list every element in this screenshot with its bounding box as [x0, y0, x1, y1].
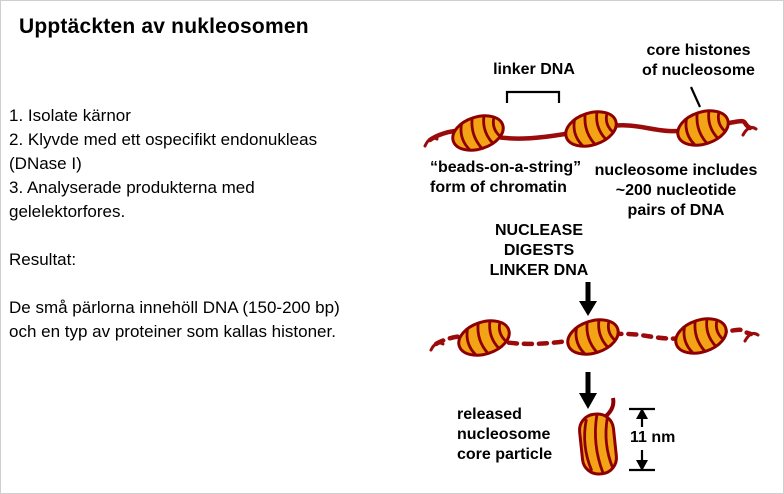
down-arrowhead-icon [636, 460, 648, 471]
down-arrow-icon [579, 301, 597, 316]
dna-end-fray-icon [429, 341, 445, 352]
core-histones-label: core histones of nucleosome [621, 41, 776, 81]
label-line: core particle [457, 446, 553, 463]
nucleosome-bead [446, 108, 510, 158]
result-heading: Resultat: [9, 250, 77, 269]
label-line: pairs of DNA [627, 202, 725, 219]
nucleosome-bead [671, 103, 735, 153]
nucleosome-bead [452, 313, 516, 363]
up-arrowhead-icon [636, 408, 648, 419]
label-line: ~200 nucleotide [615, 182, 737, 199]
step-line: 2. Klyvde med ett ospecifikt endonukleas [9, 130, 318, 149]
label-line: of nucleosome [642, 62, 755, 79]
core-histones-pointer-line [689, 86, 702, 108]
step-line: 3. Analyserade produkterna med [9, 178, 255, 197]
result-line: och en typ av proteiner som kallas histo… [9, 322, 336, 341]
label-line: NUCLEASE [494, 222, 583, 239]
label-line: DIGESTS [503, 242, 575, 259]
figure-arrowheads [579, 301, 648, 471]
result-text: De små pärlorna innehöll DNA (150-200 bp… [9, 296, 340, 344]
measure-11nm-label: 11 nm [630, 429, 676, 446]
nucleosome-includes-label: nucleosome includes ~200 nucleotide pair… [581, 161, 771, 221]
dna-end-fray-icon [743, 332, 760, 343]
linker-dna-label: linker DNA [493, 61, 575, 78]
method-steps: 1. Isolate kärnor 2. Klyvde med ett ospe… [9, 104, 317, 224]
dna-end-fray-icon [741, 126, 758, 137]
label-line: form of chromatin [430, 179, 567, 196]
released-core-label: released nucleosome core particle [457, 405, 577, 465]
label-line: nucleosome [457, 426, 551, 443]
released-core-particle [578, 397, 618, 476]
linker-dna-bracket [505, 90, 561, 103]
dna-tail [604, 397, 616, 418]
nucleosome-bead [559, 104, 623, 154]
page-title: Upptäckten av nukleosomen [19, 15, 309, 38]
label-line: LINKER DNA [489, 262, 589, 279]
nucleosome-bead [669, 311, 733, 361]
nucleosome-bead [561, 312, 625, 362]
step-line: 1. Isolate kärnor [9, 106, 131, 125]
down-arrow-icon [579, 393, 597, 409]
label-line: core histones [646, 42, 751, 59]
label-line: released [457, 406, 522, 423]
nucleosome-beads-layer [446, 103, 735, 476]
dna-wrap-stripe [594, 414, 605, 474]
beads-on-string-label: “beads-on-a-string” form of chromatin [430, 158, 610, 198]
nucleosome-beads-fill-layer [446, 103, 735, 476]
dna-end-fray-icon [423, 136, 439, 148]
label-line: nucleosome includes [594, 162, 758, 179]
result-line: De små pärlorna innehöll DNA (150-200 bp… [9, 298, 340, 317]
dna-wrap-stripe [604, 417, 614, 469]
step-line: gelelektorfores. [9, 202, 126, 221]
nuclease-digests-label: NUCLEASE DIGESTS LINKER DNA [478, 221, 600, 281]
step-line: (DNase I) [9, 154, 82, 173]
dna-wrap-stripe [583, 418, 594, 472]
label-line: “beads-on-a-string” [430, 159, 582, 176]
